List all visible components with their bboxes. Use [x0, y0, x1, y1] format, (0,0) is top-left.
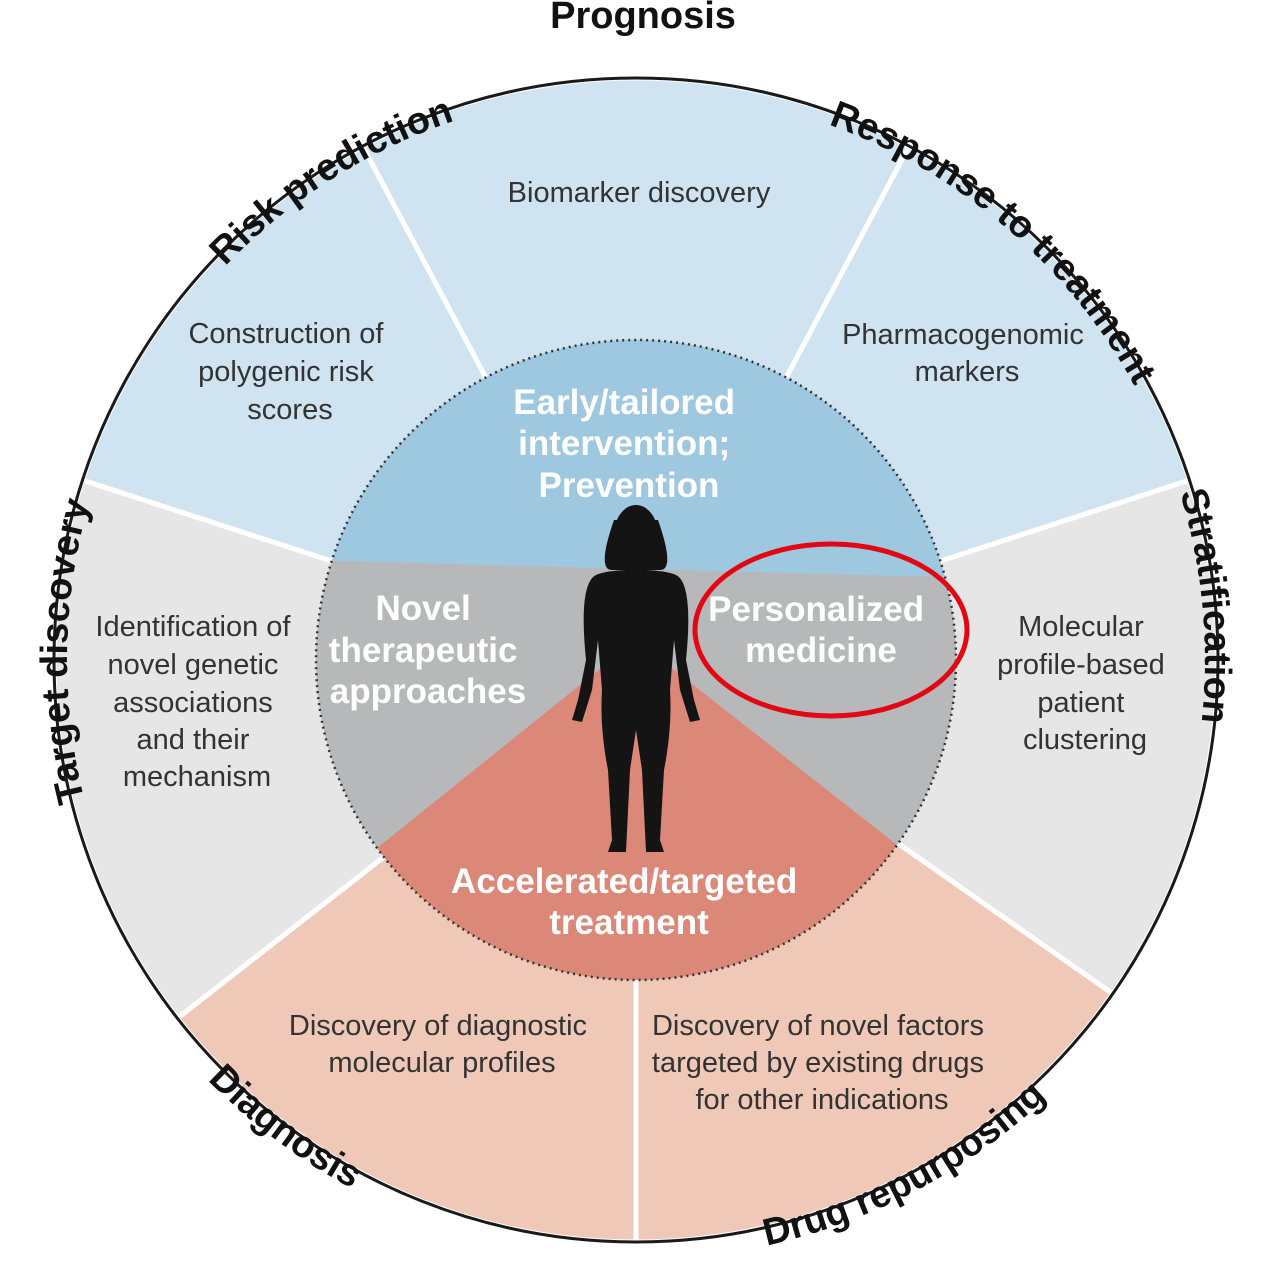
label-prognosis: Prognosis	[550, 0, 736, 37]
segment-line: for other indications	[695, 1084, 948, 1116]
inner-line: Personalized	[708, 590, 924, 629]
segment-line: polygenic risk	[198, 356, 374, 388]
inner-region-treatment	[316, 640, 956, 980]
segment-line: markers	[915, 356, 1020, 388]
segment-line: Biomarker discovery	[508, 177, 771, 209]
segment-text-target: Identification of novel genetic associat…	[95, 611, 298, 793]
segment-line: Molecular	[1018, 611, 1144, 643]
inner-label-prevention: Early/tailored intervention; Prevention	[513, 383, 745, 505]
inner-line: Novel	[375, 589, 470, 628]
segment-text-stratification: Molecular profile-based patient clusteri…	[997, 611, 1173, 756]
segment-text-response: Pharmacogenomic markers	[842, 319, 1092, 388]
segment-line: Construction of	[188, 318, 384, 350]
inner-label-accelerated-treatment: Accelerated/targeted treatment	[451, 862, 807, 942]
segment-line: and their	[137, 724, 250, 756]
inner-line: Accelerated/targeted	[451, 862, 797, 901]
highlight-ellipse	[692, 541, 970, 719]
inner-label-personalized-medicine: Personalized medicine	[708, 590, 934, 670]
segment-text-risk: Construction of polygenic risk scores	[188, 318, 391, 426]
segment-text-prognosis: Biomarker discovery	[508, 177, 771, 209]
outer-border	[52, 76, 1220, 1244]
segment-line: scores	[247, 394, 332, 426]
segment-line: targeted by existing drugs	[652, 1047, 984, 1079]
inner-line: therapeutic	[329, 631, 518, 670]
segment-line: patient	[1037, 687, 1124, 719]
segment-line: Identification of	[95, 611, 291, 643]
inner-line: intervention;	[518, 424, 730, 463]
segment-line: Discovery of diagnostic	[289, 1010, 587, 1042]
segment-line: Discovery of novel factors	[652, 1010, 984, 1042]
inner-line: Early/tailored	[513, 383, 735, 422]
segment-line: novel genetic	[108, 649, 279, 681]
inner-line: medicine	[745, 631, 897, 670]
segment-line: mechanism	[123, 761, 271, 793]
segment-text-diagnosis: Discovery of diagnostic molecular profil…	[289, 1010, 595, 1079]
segment-line: Pharmacogenomic	[842, 319, 1084, 351]
inner-line: Prevention	[539, 466, 720, 505]
inner-label-novel-therapeutic: Novel therapeutic approaches	[329, 589, 527, 711]
segment-line: profile-based	[997, 649, 1165, 681]
segment-line: associations	[113, 687, 273, 719]
segment-text-drug-repurposing: Discovery of novel factors targeted by e…	[652, 1010, 992, 1116]
inner-line: approaches	[330, 672, 526, 711]
segment-line: molecular profiles	[328, 1047, 555, 1079]
inner-line: treatment	[549, 903, 709, 942]
segment-line: clustering	[1023, 724, 1147, 756]
human-silhouette-icon	[572, 505, 700, 852]
